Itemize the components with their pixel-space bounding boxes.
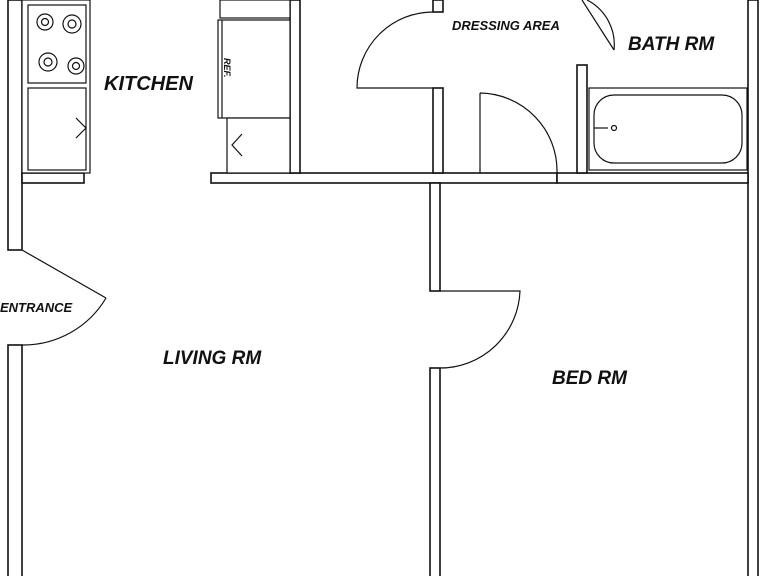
- wall-living-bed-upper: [429, 182, 441, 292]
- wall-living-bed-lower: [429, 367, 441, 576]
- wall-closet-right: [432, 0, 444, 13]
- closet-door-icon: [356, 11, 434, 89]
- pantry-mark: [231, 133, 243, 157]
- doors: [21, 0, 615, 369]
- upper-cabinet: [219, 0, 291, 19]
- wall-left-lower: [7, 344, 23, 576]
- wall-bath-horizontal: [556, 172, 749, 184]
- kitchen-fixtures: [21, 0, 291, 174]
- room-label-living: LIVING RM: [163, 348, 262, 369]
- room-label-bed: BED RM: [552, 368, 628, 389]
- dressing-door-icon: [479, 92, 558, 174]
- walls: [7, 0, 759, 576]
- wall-closet-left: [289, 0, 301, 174]
- bedroom-door-icon: [439, 290, 521, 369]
- room-label-dressing: DRESSING AREA: [452, 18, 560, 33]
- bath-fixtures: [588, 87, 748, 171]
- room-label-bath: BATH RM: [628, 34, 715, 55]
- entrance-door-icon: [21, 249, 107, 346]
- refrigerator-icon: [217, 19, 291, 119]
- sink-cabinet: [27, 87, 87, 171]
- pantry-cabinet: [226, 117, 291, 174]
- stove-burners: [36, 13, 85, 75]
- bathtub-basin: [593, 94, 743, 164]
- bath-door-icon: [581, 0, 615, 51]
- refrigerator-label: REF.: [222, 58, 232, 78]
- sink-cabinet-mark: [75, 117, 87, 139]
- wall-left-upper: [7, 0, 23, 251]
- wall-closet-right-lower: [432, 87, 444, 174]
- room-label-kitchen: KITCHEN: [104, 73, 193, 95]
- wall-bath-left: [576, 64, 588, 174]
- wall-kitchen-living: [21, 172, 85, 184]
- wall-right: [747, 0, 759, 576]
- room-label-entrance: ENTRANCE: [0, 300, 73, 315]
- room-labels: KITCHEN DRESSING AREA BATH RM ENTRANCE L…: [0, 18, 715, 389]
- bathtub-icon: [588, 87, 748, 171]
- wall-mid-horizontal: [210, 172, 558, 184]
